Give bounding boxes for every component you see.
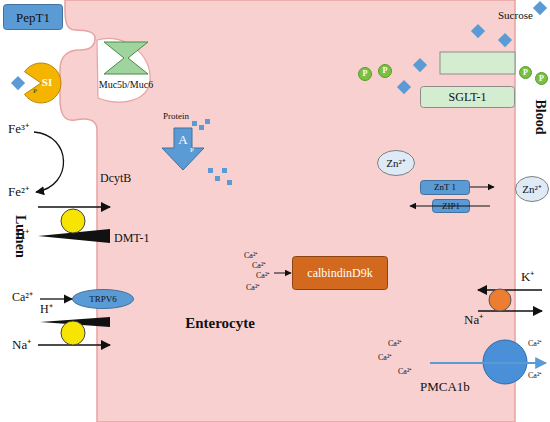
ion-label: Ca²⁺ [528, 372, 542, 380]
ion-label: PMCA1b [420, 380, 470, 393]
exchanger-circle [61, 321, 85, 345]
transporter-box: ZIP1 [432, 199, 470, 213]
exchanger-circle [61, 209, 85, 233]
ion-label: Ca²⁺ [398, 368, 412, 376]
flux-arrow [38, 344, 110, 346]
flux-arrow [274, 273, 291, 274]
ion-label: Ca²⁺ [256, 272, 270, 280]
peptide-square [205, 119, 210, 124]
node-label: SI [37, 75, 57, 89]
node-label: Muc5b/Muc6 [90, 78, 162, 92]
node-label: SGLT-1 [420, 86, 515, 108]
ion-label: H⁺ [40, 303, 53, 315]
ion-label: DMT-1 [114, 232, 150, 244]
ion-circle: Zn²⁺ [515, 176, 549, 202]
ion-label: Na⁺ [12, 338, 31, 351]
pump-circle [483, 340, 527, 384]
flux-arrow [478, 310, 542, 312]
flux-arrow [410, 206, 490, 207]
transporter-box: PepT1 [3, 4, 63, 30]
pump-circle [489, 289, 511, 311]
flux-arrow [478, 289, 542, 291]
membrane-pit [97, 38, 150, 102]
ion-circle: Zn²⁺ [377, 150, 415, 176]
node-label: Zn²⁺ [377, 150, 415, 176]
node-label: TRPV6 [72, 289, 134, 309]
sugar-diamond [11, 76, 25, 90]
enzyme-symbol: SIP [20, 62, 62, 104]
ion-label: DcytB [100, 172, 131, 184]
ion-label: Na⁺ [464, 313, 483, 326]
ion-label: Ca²⁺ [378, 354, 392, 362]
sugar-diamond [397, 80, 411, 94]
ion-label: Fe³⁺ [8, 122, 29, 135]
reduction-arrow [34, 132, 64, 192]
node-label: P [378, 64, 392, 78]
transporter-box: SGLT-1 [420, 86, 515, 108]
ion-label: Protein [163, 112, 189, 121]
node-label: A [173, 131, 193, 147]
node-label: P [535, 72, 548, 85]
node-label: P [30, 86, 40, 96]
node-label: calbindinD9k [292, 256, 388, 290]
node-label: P [519, 66, 532, 79]
flux-arrow [470, 187, 494, 188]
cell-outline [60, 0, 515, 422]
peptide-square [227, 180, 232, 185]
side-label: Blood [533, 97, 547, 137]
sugar-diamond [498, 33, 512, 47]
channel-ellipse: TRPV6 [72, 289, 134, 309]
ion-label: Ca²⁺ [12, 291, 33, 303]
ion-label: Fe²⁺ [8, 185, 29, 198]
protein-box: calbindinD9k [292, 256, 388, 290]
proton-wedge [38, 229, 110, 243]
node-label: ZnT 1 [420, 180, 470, 195]
side-label: Lumen [13, 215, 27, 255]
ion-label: Sucrose [498, 10, 533, 21]
sugar-diamond [533, 1, 547, 15]
phosphate-circle: P [519, 66, 532, 79]
flux-arrow [430, 362, 546, 364]
flux-arrow [38, 206, 110, 208]
sugar-diamond [413, 58, 427, 72]
peptide-square [199, 125, 204, 130]
ion-label: K⁺ [521, 270, 534, 283]
node-label: ZIP1 [432, 199, 470, 213]
enzyme-symbol-outline [20, 62, 62, 104]
peptide-square [192, 121, 197, 126]
node-label: P [187, 145, 197, 155]
atp-arrow: AP [160, 128, 206, 172]
phosphate-circle: P [378, 64, 392, 78]
ion-label: Ca²⁺ [246, 284, 260, 292]
ion-label: Ca²⁺ [244, 252, 258, 260]
flux-arrow [40, 298, 72, 299]
peptide-square [222, 168, 227, 173]
proton-wedge [40, 317, 110, 327]
ion-label: Ca²⁺ [252, 262, 266, 270]
node-label: PepT1 [3, 4, 63, 30]
phosphate-circle: P [535, 72, 548, 85]
sugar-diamond [471, 24, 485, 38]
node-label: Enterocyte [160, 312, 280, 334]
peptide-square [215, 176, 220, 181]
mucin-symbol: Muc5b/Muc6 [96, 40, 156, 96]
peptide-square [208, 168, 213, 173]
phosphate-circle: P [358, 67, 372, 81]
ion-label: Ca²⁺ [388, 340, 402, 348]
ion-label: Ca²⁺ [528, 340, 542, 348]
transporter-part [440, 52, 515, 74]
transporter-box: ZnT 1 [420, 180, 470, 195]
node-label: P [358, 67, 372, 81]
node-label: Zn²⁺ [515, 176, 549, 202]
